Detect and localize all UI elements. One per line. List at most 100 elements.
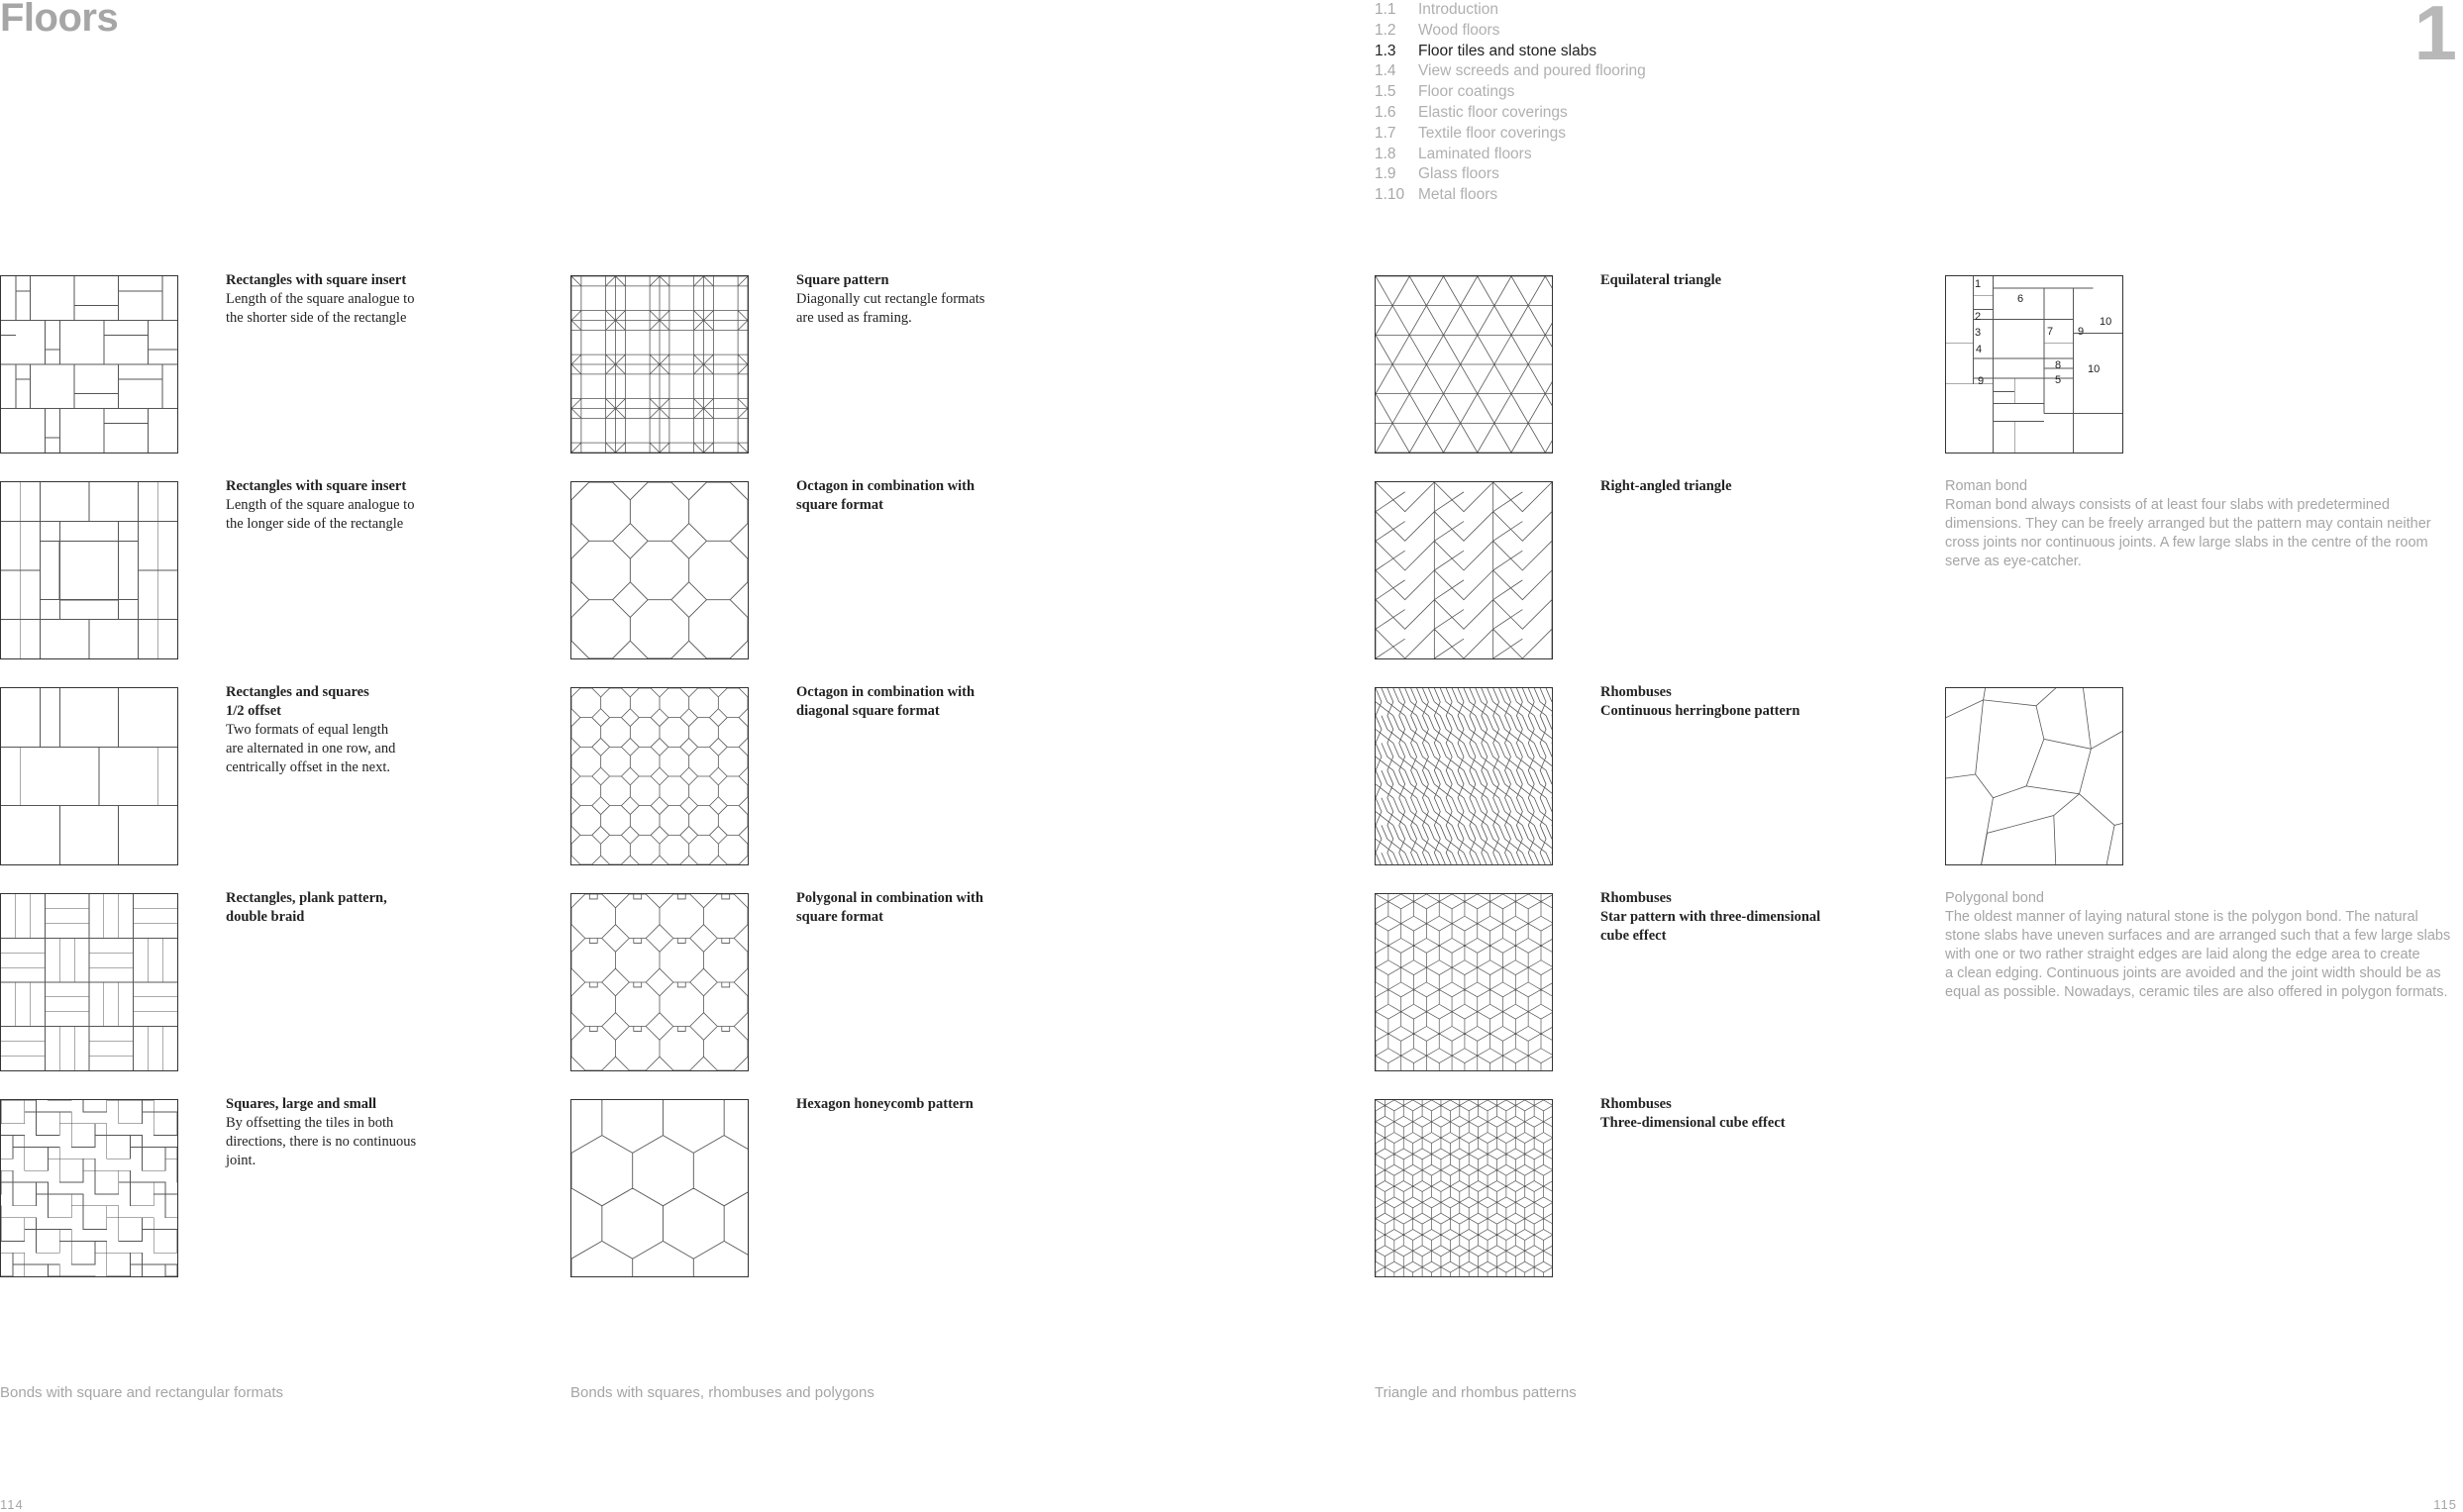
toc-label: Metal floors xyxy=(1418,186,1498,204)
caption-heading: Rectangles and squares xyxy=(226,684,369,700)
toc-number: 1.1 xyxy=(1375,1,1396,18)
caption-heading: Square pattern xyxy=(796,272,889,288)
toc-number: 1.4 xyxy=(1375,62,1396,80)
caption-octagon-square: Octagon in combination with square forma… xyxy=(796,477,1024,515)
caption-heading: Polygonal in combination with xyxy=(796,890,983,906)
toc-item[interactable]: 1.5 Floor coatings xyxy=(1375,82,1646,103)
caption-line: Length of the square analogue to xyxy=(226,291,415,307)
caption-heading: Right-angled triangle xyxy=(1600,478,1732,494)
caption-line: the longer side of the rectangle xyxy=(226,516,404,532)
pattern-polygonal-square xyxy=(570,893,749,1071)
caption-rhombus-star: Rhombuses Star pattern with three-dimens… xyxy=(1600,889,1828,946)
toc-number: 1.6 xyxy=(1375,103,1396,121)
desc-title: Roman bond xyxy=(1945,478,2028,494)
caption-heading: Rectangles with square insert xyxy=(226,272,407,288)
pattern-squares-large-small xyxy=(0,1099,178,1277)
toc-item[interactable]: 1.2 Wood floors xyxy=(1375,21,1646,42)
caption-right-angled-triangle: Right-angled triangle xyxy=(1600,477,1828,496)
caption-rhombus-cube: Rhombuses Three-dimensional cube effect xyxy=(1600,1095,1828,1133)
toc-label: Wood floors xyxy=(1418,21,1500,39)
caption-polygonal-square: Polygonal in combination with square for… xyxy=(796,889,1024,927)
caption-line: are alternated in one row, and xyxy=(226,741,396,756)
pattern-rect-and-squares-offset xyxy=(0,687,178,865)
caption-subheading: Three-dimensional cube effect xyxy=(1600,1115,1786,1131)
caption-heading: Rectangles with square insert xyxy=(226,478,407,494)
caption-rect-square-insert-long: Rectangles with square insert Length of … xyxy=(226,477,454,534)
toc-item[interactable]: 1.6 Elastic floor coverings xyxy=(1375,103,1646,124)
roman-label: 1 xyxy=(1975,278,1982,290)
pattern-octagon-square xyxy=(570,481,749,659)
roman-label: 5 xyxy=(2055,374,2062,386)
toc-number: 1.10 xyxy=(1375,186,1405,204)
toc-number: 1.3 xyxy=(1375,42,1396,59)
caption-line: centrically offset in the next. xyxy=(226,759,391,775)
pattern-plank-double-braid xyxy=(0,893,178,1071)
caption-octagon-diagonal: Octagon in combination with diagonal squ… xyxy=(796,683,1024,721)
column-footer: Bonds with squares, rhombuses and polygo… xyxy=(570,1384,874,1401)
page-title: Floors xyxy=(0,0,119,40)
pattern-polygonal-bond xyxy=(1945,687,2123,865)
chapter-number: 1 xyxy=(2413,0,2457,76)
caption-line: By offsetting the tiles in both xyxy=(226,1115,394,1131)
pattern-rhombus-herringbone xyxy=(1375,687,1553,865)
caption-rect-square-insert-short: Rectangles with square insert Length of … xyxy=(226,271,454,328)
caption-heading: Rectangles, plank pattern, xyxy=(226,890,387,906)
caption-heading: Rhombuses xyxy=(1600,1096,1672,1112)
caption-subheading: Star pattern with three-dimensional xyxy=(1600,909,1821,925)
desc-title: Polygonal bond xyxy=(1945,890,2044,906)
toc-label: Elastic floor coverings xyxy=(1418,103,1568,121)
caption-line: Diagonally cut rectangle formats xyxy=(796,291,985,307)
desc-line: The oldest manner of laying natural ston… xyxy=(1945,909,2418,925)
toc-number: 1.9 xyxy=(1375,165,1396,183)
pattern-equilateral-triangle xyxy=(1375,275,1553,454)
caption-equilateral-triangle: Equilateral triangle xyxy=(1600,271,1828,290)
caption-line: Two formats of equal length xyxy=(226,722,389,738)
toc-number: 1.8 xyxy=(1375,145,1396,162)
caption-line: the shorter side of the rectangle xyxy=(226,310,407,326)
caption-line: directions, there is no continuous xyxy=(226,1134,417,1150)
caption-rect-and-squares: Rectangles and squares 1/2 offset Two fo… xyxy=(226,683,454,777)
toc-label: Floor coatings xyxy=(1418,83,1515,101)
pattern-hexagon-honeycomb xyxy=(570,1099,749,1277)
caption-subheading: Continuous herringbone pattern xyxy=(1600,703,1800,719)
caption-line: joint. xyxy=(226,1153,257,1168)
polygonal-bond-description: Polygonal bond The oldest manner of layi… xyxy=(1945,889,2460,1002)
pattern-rhombus-star xyxy=(1375,893,1553,1071)
caption-square-pattern: Square pattern Diagonally cut rectangle … xyxy=(796,271,1024,328)
caption-heading: Hexagon honeycomb pattern xyxy=(796,1096,974,1112)
roman-label: 4 xyxy=(1976,344,1983,355)
caption-heading: Octagon in combination with xyxy=(796,684,975,700)
caption-subheading: diagonal square format xyxy=(796,703,940,719)
toc-item[interactable]: 1.8 Laminated floors xyxy=(1375,145,1646,165)
toc-item[interactable]: 1.7 Textile floor coverings xyxy=(1375,124,1646,145)
pattern-square-framed xyxy=(570,275,749,454)
toc-label: Laminated floors xyxy=(1418,145,1532,162)
toc-number: 1.7 xyxy=(1375,124,1396,142)
desc-line: cross joints nor continuous joints. A fe… xyxy=(1945,535,2428,551)
toc-item[interactable]: 1.10 Metal floors xyxy=(1375,185,1646,206)
toc-number: 1.2 xyxy=(1375,21,1396,39)
page-number-right: 115 xyxy=(2433,1497,2457,1512)
desc-line: stone slabs have uneven surfaces and are… xyxy=(1945,928,2451,944)
pattern-octagon-diagonal-square xyxy=(570,687,749,865)
roman-label: 8 xyxy=(2055,359,2062,371)
caption-heading: Octagon in combination with xyxy=(796,478,975,494)
caption-subheading: cube effect xyxy=(1600,928,1667,944)
caption-subheading: square format xyxy=(796,497,883,513)
desc-line: serve as eye-catcher. xyxy=(1945,554,2082,569)
roman-label: 7 xyxy=(2047,326,2054,338)
roman-label: 3 xyxy=(1975,327,1982,339)
pattern-roman-bond: 1 6 2 10 3 7 9 4 8 10 9 5 xyxy=(1945,275,2123,454)
toc-label: Textile floor coverings xyxy=(1418,124,1567,142)
pattern-right-angled-triangle xyxy=(1375,481,1553,659)
desc-line: Roman bond always consists of at least f… xyxy=(1945,497,2390,513)
toc-number: 1.5 xyxy=(1375,83,1396,101)
desc-line: a clean edging. Continuous joints are av… xyxy=(1945,965,2441,981)
roman-label: 10 xyxy=(2100,316,2112,328)
caption-subheading: square format xyxy=(796,909,883,925)
